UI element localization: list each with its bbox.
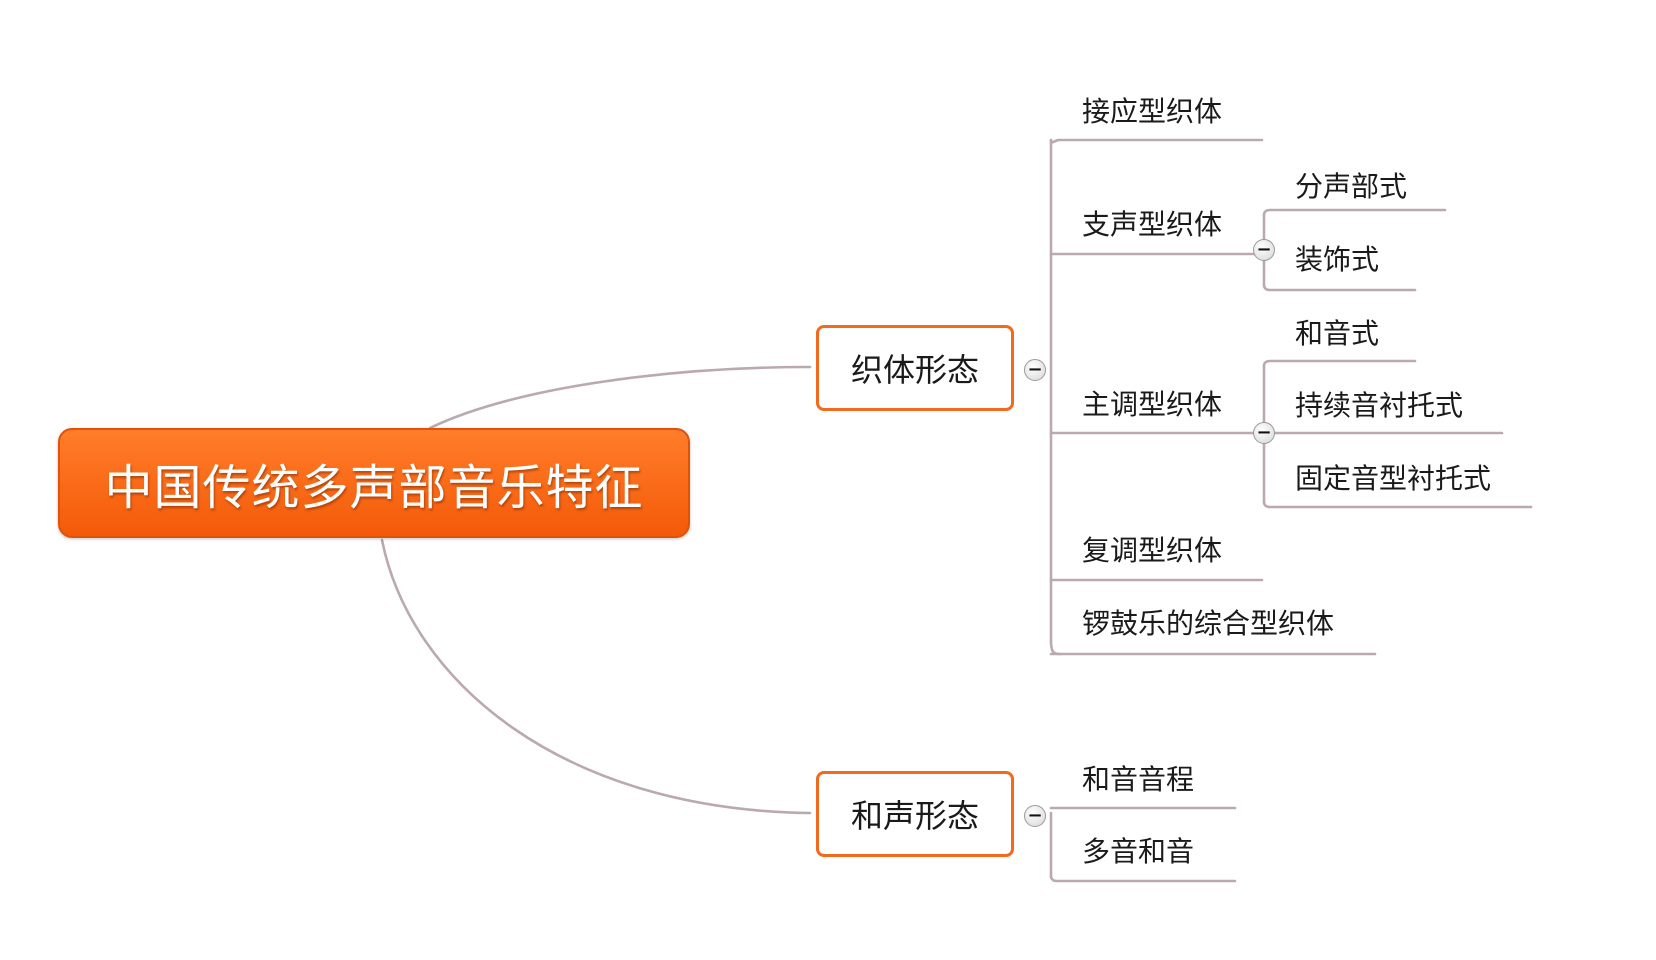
leaf-label: 固定音型衬托式 xyxy=(1295,462,1492,495)
leaf-node[interactable]: 支声型织体 xyxy=(1082,208,1222,242)
leaf-node[interactable]: 和音音程 xyxy=(1082,763,1194,797)
leaf-label: 多音和音 xyxy=(1082,835,1195,868)
collapse-toggle-icon[interactable]: − xyxy=(1024,805,1046,827)
leaf-node[interactable]: 接应型织体 xyxy=(1082,95,1222,129)
branch-label: 和声形态 xyxy=(850,797,979,835)
leaf-label: 接应型织体 xyxy=(1082,95,1223,128)
leaf-node[interactable]: 固定音型衬托式 xyxy=(1295,462,1491,496)
leaf-label: 和音音程 xyxy=(1082,763,1195,796)
leaf-node[interactable]: 多音和音 xyxy=(1082,835,1194,869)
leaf-label: 装饰式 xyxy=(1295,243,1380,276)
leaf-label: 复调型织体 xyxy=(1082,534,1223,567)
minus-icon: − xyxy=(1256,239,1272,260)
leaf-label: 持续音衬托式 xyxy=(1295,389,1464,422)
leaf-node[interactable]: 和音式 xyxy=(1295,317,1379,351)
minus-icon: − xyxy=(1256,422,1272,443)
collapse-toggle-icon[interactable]: − xyxy=(1253,422,1275,444)
leaf-node[interactable]: 主调型织体 xyxy=(1082,388,1222,422)
minus-icon: − xyxy=(1027,805,1043,826)
leaf-node[interactable]: 分声部式 xyxy=(1295,170,1407,204)
leaf-node[interactable]: 锣鼓乐的综合型织体 xyxy=(1082,607,1334,641)
leaf-label: 主调型织体 xyxy=(1082,388,1223,421)
root-topic-label: 中国传统多声部音乐特征 xyxy=(104,460,644,516)
leaf-label: 分声部式 xyxy=(1295,170,1408,203)
collapse-toggle-icon[interactable]: − xyxy=(1024,359,1046,381)
leaf-node[interactable]: 装饰式 xyxy=(1295,243,1379,277)
minus-icon: − xyxy=(1027,359,1043,380)
leaf-node[interactable]: 持续音衬托式 xyxy=(1295,389,1463,423)
leaf-label: 锣鼓乐的综合型织体 xyxy=(1082,607,1335,640)
root-topic[interactable]: 中国传统多声部音乐特征 xyxy=(58,428,690,538)
branch-label: 织体形态 xyxy=(850,351,979,389)
leaf-node[interactable]: 复调型织体 xyxy=(1082,534,1222,568)
branch-harmony-form[interactable]: 和声形态 xyxy=(816,771,1014,857)
collapse-toggle-icon[interactable]: − xyxy=(1253,239,1275,261)
branch-texture-form[interactable]: 织体形态 xyxy=(816,325,1014,411)
leaf-label: 支声型织体 xyxy=(1082,208,1223,241)
leaf-label: 和音式 xyxy=(1295,317,1380,350)
